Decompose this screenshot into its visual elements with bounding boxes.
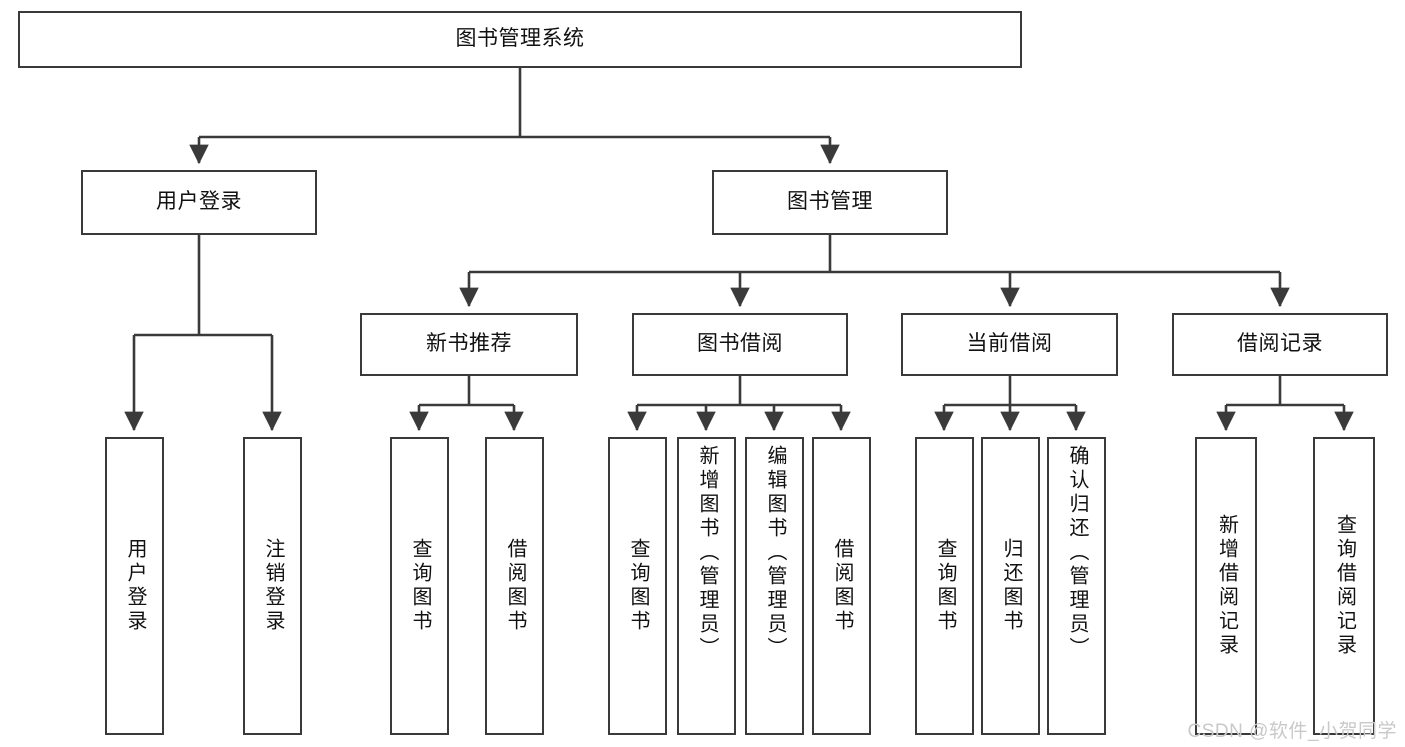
node-book-management-system[interactable]: 图书管理系统 (18, 11, 1022, 68)
node-book-management[interactable]: 图书管理 (712, 170, 948, 235)
node-book-borrow[interactable]: 图书借阅 (632, 313, 848, 376)
csdn-watermark: CSDN @软件_小贺同学 (1187, 721, 1397, 742)
node-leaf-add-record[interactable]: 新增借阅记录 (1195, 437, 1257, 735)
node-label: 图书管理系统 (455, 27, 585, 51)
node-new-book-recommend[interactable]: 新书推荐 (360, 313, 578, 376)
node-borrow-record[interactable]: 借阅记录 (1172, 313, 1388, 376)
node-label: 查询图书 (627, 538, 649, 634)
node-leaf-borrow-book-1[interactable]: 借阅图书 (485, 437, 544, 735)
node-label: 借阅图书 (831, 538, 853, 634)
node-label: 图书借阅 (697, 332, 783, 356)
node-leaf-edit-book[interactable]: 编辑图书（管理员） (745, 437, 804, 735)
node-label: 当前借阅 (966, 332, 1053, 356)
node-label: 借阅图书 (504, 538, 526, 634)
node-user-login[interactable]: 用户登录 (81, 170, 317, 235)
node-label: 新增图书（管理员） (696, 445, 718, 661)
node-leaf-return-book[interactable]: 归还图书 (981, 437, 1040, 735)
node-leaf-borrow-book-2[interactable]: 借阅图书 (812, 437, 871, 735)
node-label: 查询借阅记录 (1333, 514, 1356, 658)
node-leaf-user-login[interactable]: 用户登录 (105, 437, 164, 735)
node-label: 借阅记录 (1237, 332, 1323, 356)
node-current-borrow[interactable]: 当前借阅 (901, 313, 1118, 376)
node-leaf-confirm-return[interactable]: 确认归还（管理员） (1047, 437, 1106, 735)
node-leaf-query-record[interactable]: 查询借阅记录 (1313, 437, 1375, 735)
node-label: 用户登录 (156, 190, 242, 214)
node-leaf-query-book-1[interactable]: 查询图书 (390, 437, 449, 735)
node-label: 归还图书 (1000, 538, 1022, 634)
node-label: 新书推荐 (426, 332, 512, 356)
node-label: 注销登录 (262, 538, 284, 634)
node-label: 新增借阅记录 (1215, 514, 1238, 658)
node-label: 编辑图书（管理员） (764, 445, 786, 661)
node-label: 确认归还（管理员） (1066, 445, 1088, 661)
node-leaf-query-book-2[interactable]: 查询图书 (608, 437, 667, 735)
node-label: 图书管理 (787, 190, 873, 214)
node-label: 用户登录 (124, 538, 146, 634)
node-label: 查询图书 (409, 538, 431, 634)
node-leaf-logout-login[interactable]: 注销登录 (243, 437, 302, 735)
node-leaf-add-book[interactable]: 新增图书（管理员） (677, 437, 736, 735)
node-leaf-query-book-3[interactable]: 查询图书 (915, 437, 974, 735)
node-label: 查询图书 (934, 538, 956, 634)
